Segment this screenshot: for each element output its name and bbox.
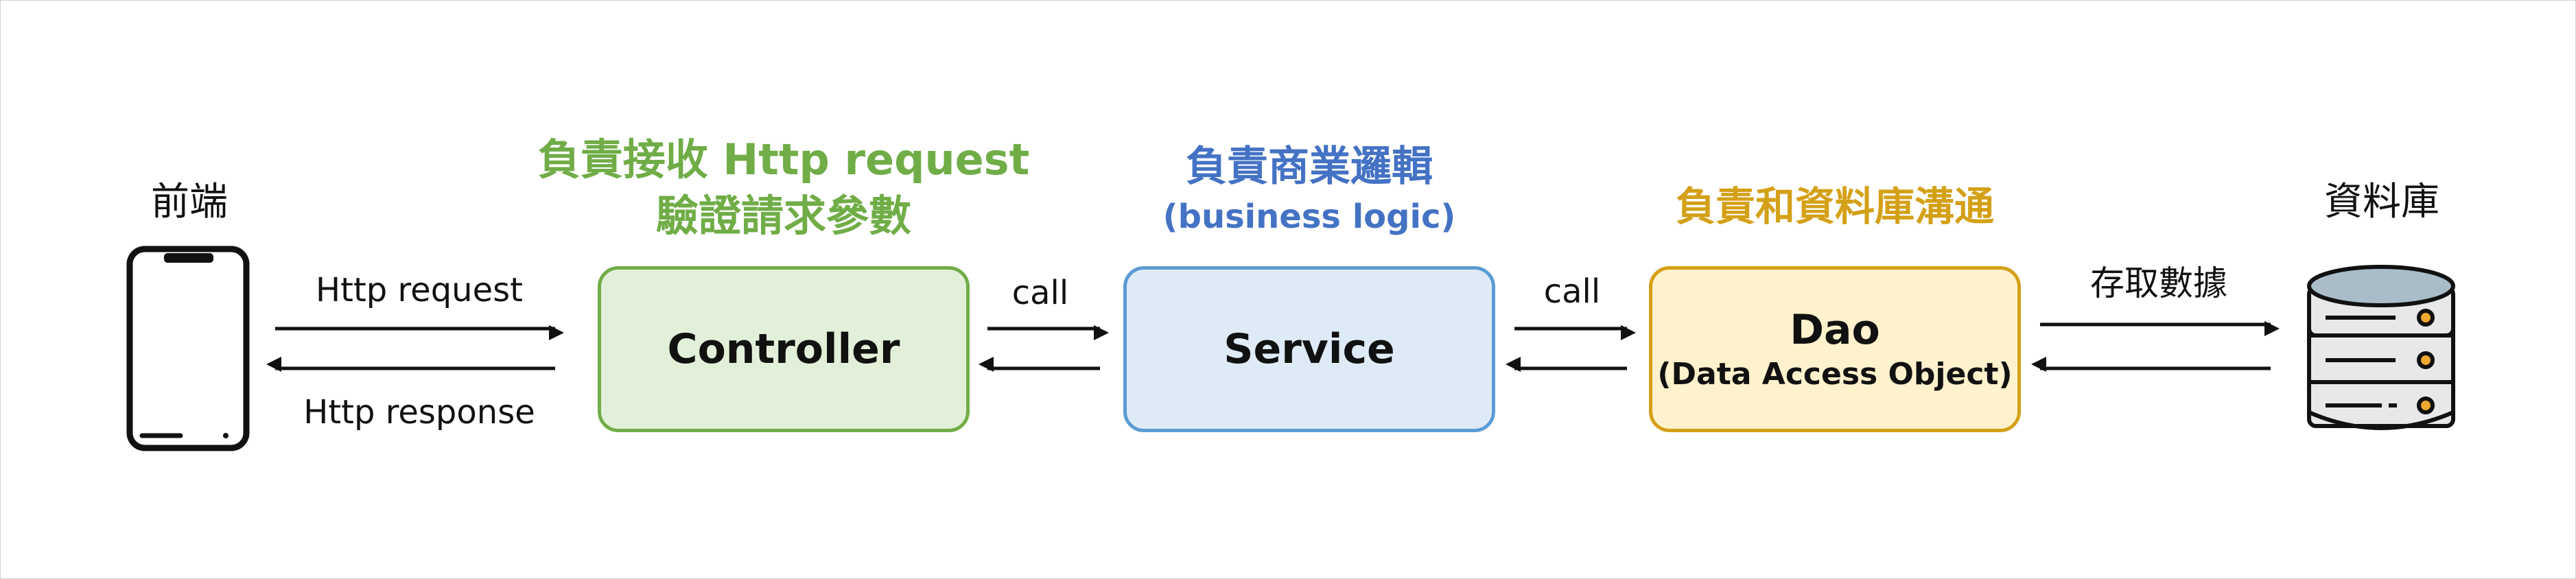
call-label-1: call	[1011, 274, 1069, 312]
controller-box: Controller	[598, 266, 970, 432]
controller-box-label: Controller	[667, 325, 900, 373]
service-title-line2: (business logic)	[1162, 198, 1456, 236]
dao-box: Dao (Data Access Object)	[1649, 266, 2021, 432]
controller-title-line2: 驗證請求參數	[655, 191, 911, 241]
service-title-line1: 負責商業邏輯	[1186, 143, 1433, 191]
dao-box-label: Dao	[1790, 306, 1880, 354]
smartphone-icon	[126, 246, 250, 451]
service-box-label: Service	[1223, 325, 1395, 373]
dao-title: 負責和資料庫溝通	[1675, 183, 1994, 230]
http-request-label: Http request	[316, 271, 523, 309]
frontend-label: 前端	[151, 180, 228, 224]
http-response-label: Http response	[303, 393, 535, 432]
dao-box-sublabel: (Data Access Object)	[1657, 357, 2013, 392]
database-server-icon	[2307, 265, 2455, 430]
service-box: Service	[1123, 266, 1495, 432]
call-label-2: call	[1543, 272, 1601, 311]
controller-title-line1: 負責接收 Http request	[537, 134, 1030, 185]
db-access-label: 存取數據	[2090, 263, 2227, 303]
database-label: 資料庫	[2324, 180, 2439, 224]
